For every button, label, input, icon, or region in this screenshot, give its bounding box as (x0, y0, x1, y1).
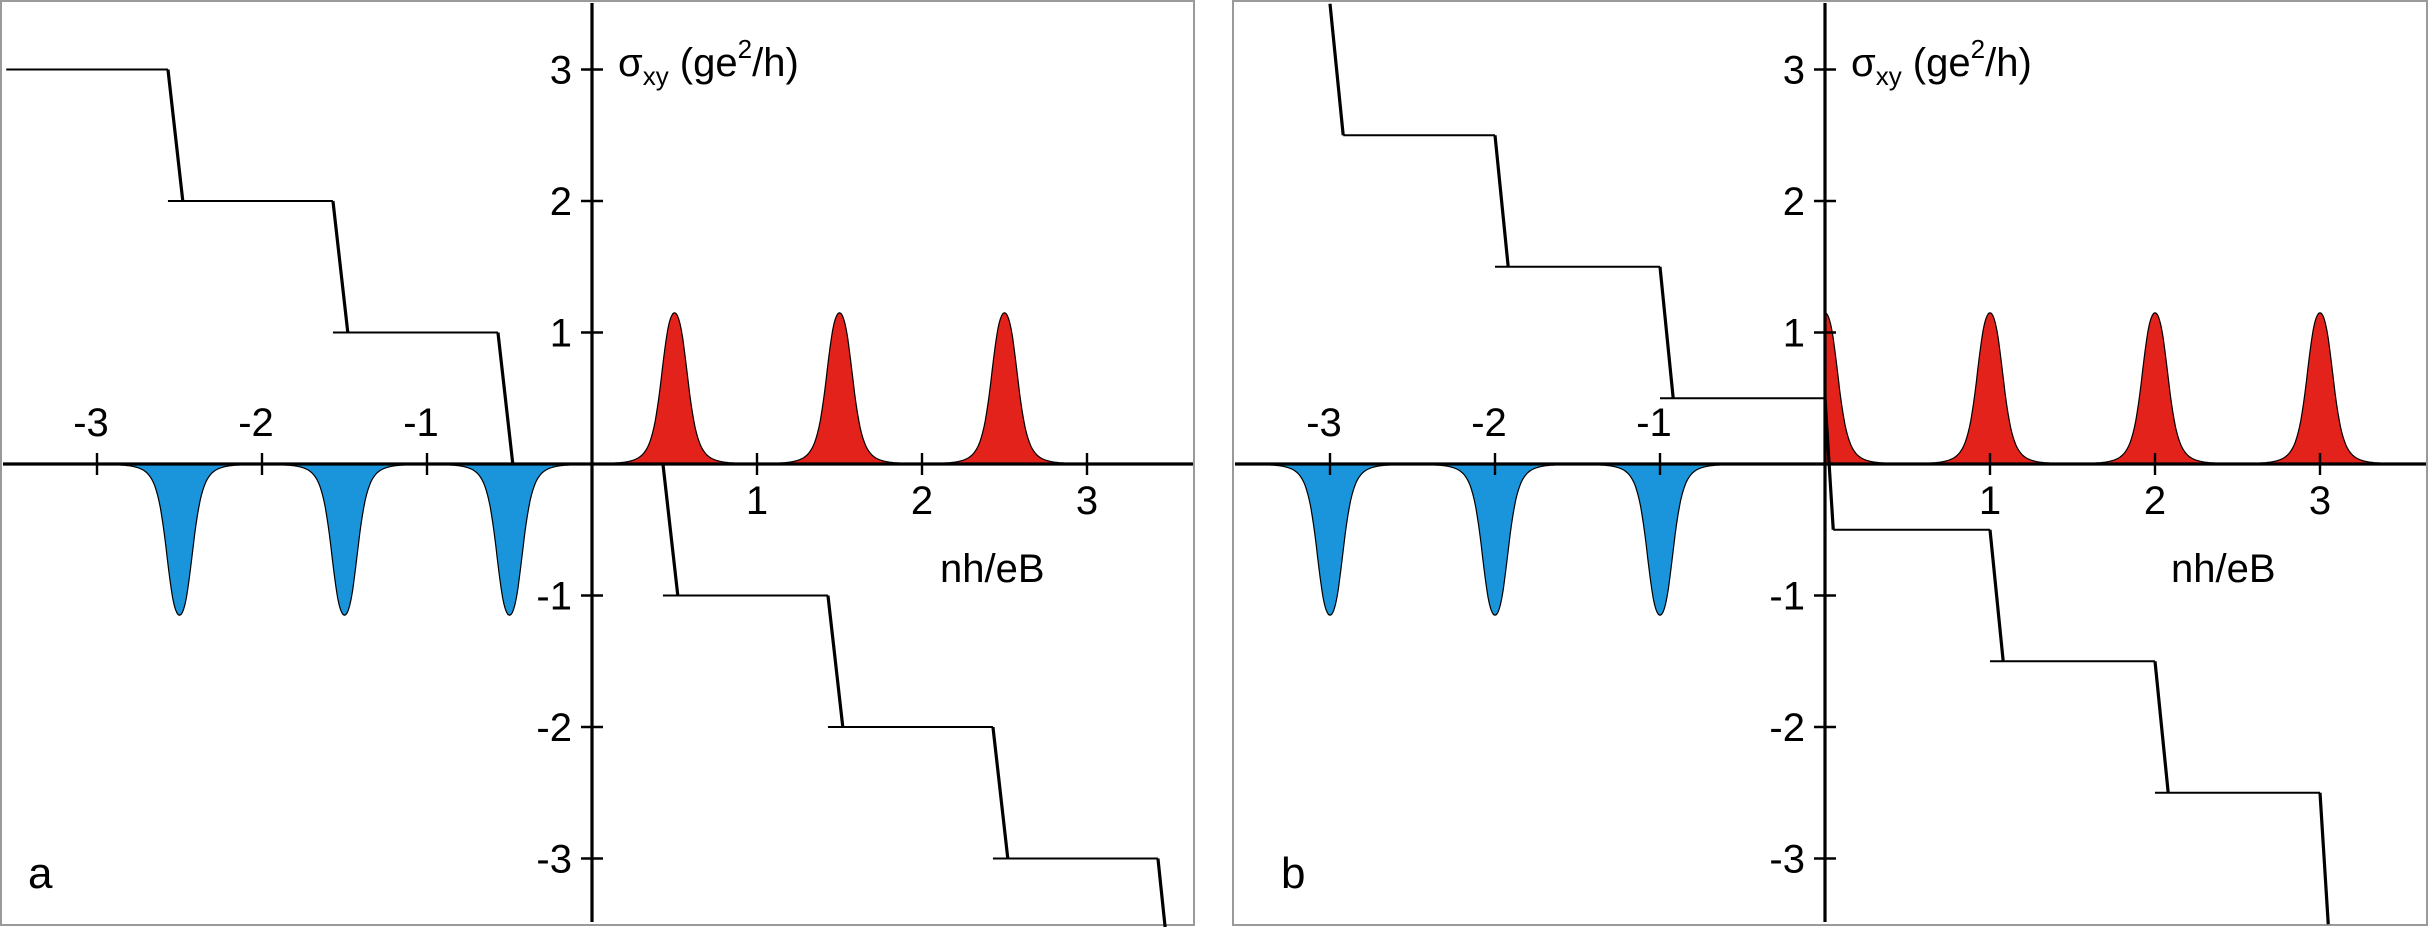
y-tick-label: -3 (536, 838, 572, 882)
hall-step-riser (1493, 135, 1510, 267)
x-tick-label: 3 (1076, 479, 1098, 523)
hall-step-riser (826, 595, 845, 728)
hall-step-riser (991, 726, 1010, 859)
hall-step-riser (166, 69, 185, 202)
panel-letter: a (28, 849, 53, 898)
hall-step-riser (661, 463, 680, 596)
y-tick-label: 2 (1783, 180, 1805, 224)
x-tick-label: -1 (1636, 401, 1672, 445)
hall-step-riser (496, 332, 515, 465)
y-tick-label: -2 (1769, 706, 1805, 750)
x-tick-label: 2 (2144, 479, 2166, 523)
hall-step-riser (2153, 661, 2170, 793)
x-tick-label: -3 (73, 401, 109, 445)
y-label-pre: (ge (669, 41, 738, 85)
hall-step-riser (1328, 3, 1345, 136)
y-tick-label: -3 (1769, 838, 1805, 882)
y-label-pre: (ge (1902, 41, 1971, 85)
y-label-post: /h) (752, 41, 799, 85)
y-label-superscript: 2 (738, 34, 752, 64)
y-label-subscript: xy (1876, 61, 1902, 91)
y-label-symbol: σ (618, 41, 643, 85)
x-tick-label: -3 (1306, 401, 1342, 445)
y-tick-label: -1 (1769, 575, 1805, 619)
y-tick-label: 1 (550, 312, 572, 356)
hall-step-riser (2318, 792, 2330, 925)
panel-frame (1232, 0, 2428, 926)
y-tick-label: 3 (1783, 49, 1805, 93)
y-axis-label: σxy (ge2/h) (618, 34, 799, 91)
x-tick-label: -2 (1471, 401, 1507, 445)
hall-step-riser (1988, 529, 2005, 662)
x-tick-label: -1 (403, 401, 439, 445)
y-label-subscript: xy (643, 61, 669, 91)
x-tick-label: 1 (746, 479, 768, 523)
y-tick-label: 3 (550, 49, 572, 93)
y-tick-label: 1 (1783, 312, 1805, 356)
x-axis-label: nh/eB (940, 547, 1045, 591)
y-label-superscript: 2 (1971, 34, 1985, 64)
y-label-post: /h) (1985, 41, 2032, 85)
x-tick-label: 1 (1979, 479, 2001, 523)
hall-step-riser (1658, 266, 1675, 399)
panel-letter: b (1281, 849, 1305, 898)
y-tick-label: -2 (536, 706, 572, 750)
y-tick-label: 2 (550, 180, 572, 224)
x-tick-label: 2 (911, 479, 933, 523)
hall-step-riser (331, 200, 350, 333)
hall-step-riser (1156, 858, 1167, 927)
y-label-symbol: σ (1851, 41, 1876, 85)
y-axis-label: σxy (ge2/h) (1851, 34, 2032, 91)
y-tick-label: -1 (536, 575, 572, 619)
x-axis-label: nh/eB (2171, 547, 2276, 591)
x-tick-label: -2 (238, 401, 274, 445)
panel-frame (0, 0, 1195, 926)
x-tick-label: 3 (2309, 479, 2331, 523)
